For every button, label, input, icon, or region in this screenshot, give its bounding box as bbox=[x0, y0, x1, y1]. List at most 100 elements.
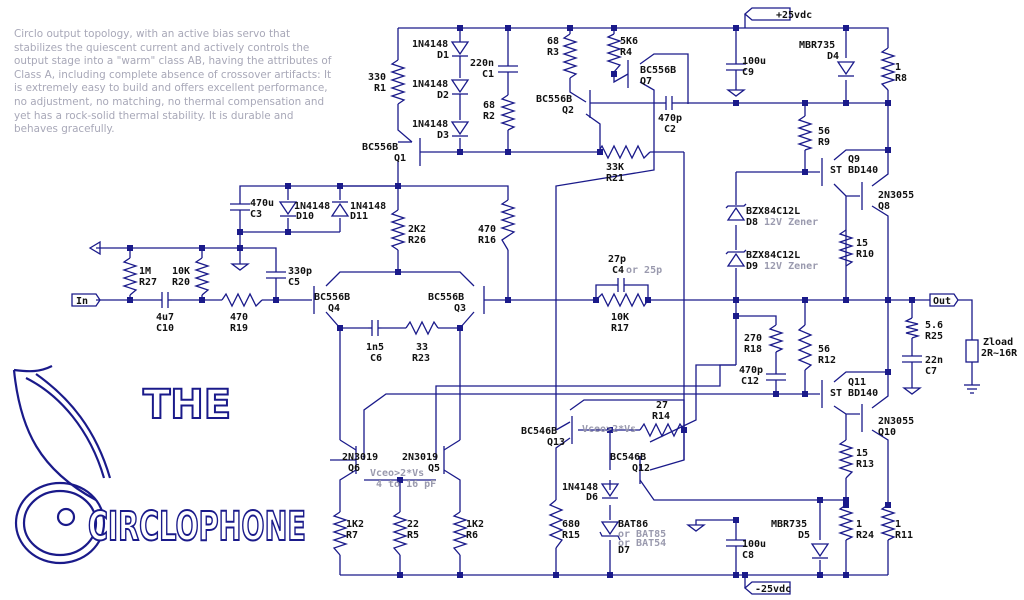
d3-part: 1N4148 bbox=[412, 119, 448, 130]
q11-part: ST BD140 bbox=[830, 388, 878, 399]
c5-value: 330p bbox=[288, 266, 312, 277]
c8-value: 100u bbox=[742, 539, 766, 550]
r3-value: 68 bbox=[547, 36, 559, 47]
circuit-description: Circlo output topology, with an active b… bbox=[14, 28, 332, 136]
c12-ref: C12 bbox=[741, 376, 759, 387]
r6-ref: R6 bbox=[466, 530, 478, 541]
q13-note: Vceo>2*Vs bbox=[582, 424, 636, 435]
d11-part: 1N4148 bbox=[350, 201, 386, 212]
c1-capacitor bbox=[498, 60, 518, 78]
r2-value: 68 bbox=[483, 100, 495, 111]
r26-ref: R26 bbox=[408, 235, 426, 246]
d2-ref: D2 bbox=[437, 90, 449, 101]
d9-ref: D9 bbox=[746, 261, 758, 272]
c9-value: 100u bbox=[742, 56, 766, 67]
d7-part: BAT86 bbox=[618, 519, 648, 530]
c4-ref: C4 bbox=[612, 265, 624, 276]
labels: +25vdc -25vdc In Out 1N4148 D1 1N4148 D2… bbox=[76, 10, 1018, 595]
r4-resistor bbox=[605, 33, 623, 73]
r1-value: 330 bbox=[368, 72, 386, 83]
logo-line1: THE bbox=[143, 382, 231, 428]
q7-ref: Q7 bbox=[640, 76, 652, 87]
d11-diode bbox=[330, 201, 350, 217]
r5-value: 22 bbox=[407, 519, 419, 530]
c12-value: 470p bbox=[739, 365, 763, 376]
q10-part: 2N3055 bbox=[878, 416, 914, 427]
r20-resistor bbox=[193, 257, 211, 296]
c8-ref: C8 bbox=[742, 550, 754, 561]
d1-part: 1N4148 bbox=[412, 39, 448, 50]
c5-capacitor bbox=[266, 268, 286, 282]
r21-value: 33K bbox=[606, 162, 624, 173]
r25-resistor bbox=[904, 317, 921, 339]
c4-value: 27p bbox=[608, 254, 626, 265]
d7-note-1: or BAT85 bbox=[618, 529, 666, 540]
r12-ref: R12 bbox=[818, 355, 836, 366]
d2-diode bbox=[450, 79, 470, 120]
r6-value: 1K2 bbox=[466, 519, 484, 530]
grounds bbox=[71, 7, 980, 595]
q8-ref: Q8 bbox=[878, 201, 890, 212]
c4-note: or 25p bbox=[626, 265, 662, 276]
r9-ref: R9 bbox=[818, 137, 830, 148]
d10-diode bbox=[278, 201, 298, 217]
c9-ref: C9 bbox=[742, 67, 754, 78]
r11-resistor bbox=[879, 504, 897, 541]
r21-resistor bbox=[597, 144, 651, 160]
q3-part: BC556B bbox=[428, 292, 464, 303]
d7-ref: D7 bbox=[618, 545, 630, 556]
d4-part: MBR735 bbox=[799, 40, 835, 51]
rail-flag-positive bbox=[744, 7, 791, 21]
q5q6-note-b: 4 to 16 pF bbox=[376, 479, 436, 490]
r18-resistor bbox=[767, 324, 785, 353]
q7-part: BC556B bbox=[640, 65, 676, 76]
d8-zener bbox=[725, 203, 747, 221]
d6-diode bbox=[600, 483, 620, 499]
r25-value: 5.6 bbox=[925, 320, 943, 331]
c3-ref: C3 bbox=[250, 209, 262, 220]
r5-ref: R5 bbox=[407, 530, 419, 541]
r2-ref: R2 bbox=[483, 111, 495, 122]
r27-value: 1M bbox=[139, 266, 151, 277]
q6-part: 2N3019 bbox=[342, 452, 378, 463]
d1-diode bbox=[450, 38, 470, 78]
c12-capacitor bbox=[766, 372, 786, 384]
input-port-label: In bbox=[76, 296, 88, 307]
d8-part: BZX84C12L bbox=[746, 206, 800, 217]
zload-ref: 2R~16R bbox=[981, 348, 1018, 359]
r11-ref: R11 bbox=[895, 530, 913, 541]
r26-value: 2K2 bbox=[408, 224, 426, 235]
r15-resistor bbox=[548, 499, 564, 549]
r17-ref: R17 bbox=[611, 323, 629, 334]
r17-value: 10K bbox=[611, 312, 629, 323]
r9-value: 56 bbox=[818, 126, 830, 137]
r10-ref: R10 bbox=[856, 249, 874, 260]
diodes bbox=[278, 38, 856, 559]
ground-symbol-c9 bbox=[726, 86, 746, 97]
r23-resistor bbox=[405, 320, 439, 336]
ground-symbol-c7 bbox=[902, 387, 922, 395]
r23-ref: R23 bbox=[412, 353, 430, 364]
r6-resistor bbox=[451, 511, 469, 556]
q5-ref: Q5 bbox=[428, 463, 440, 474]
d7-note-2: or BAT54 bbox=[618, 538, 666, 549]
c8-capacitor bbox=[726, 537, 746, 555]
ground-arrow-left bbox=[88, 240, 101, 256]
c6-ref: C6 bbox=[370, 353, 382, 364]
d5-ref: D5 bbox=[798, 530, 810, 541]
r18-ref: R18 bbox=[744, 344, 762, 355]
r4-value: 5K6 bbox=[620, 36, 638, 47]
r21-ref: R21 bbox=[606, 173, 624, 184]
d3-ref: D3 bbox=[437, 130, 449, 141]
q8-part: 2N3055 bbox=[878, 190, 914, 201]
r14-value: 27 bbox=[656, 400, 668, 411]
r8-resistor bbox=[879, 47, 897, 91]
circlophone-logo: THE CIRCLOPHONE bbox=[12, 365, 307, 565]
r5-resistor bbox=[391, 511, 409, 556]
port-out-flag bbox=[929, 293, 959, 307]
d6-part: 1N4148 bbox=[562, 482, 598, 493]
r8-ref: R8 bbox=[895, 73, 907, 84]
c1-ref: C1 bbox=[482, 69, 494, 80]
r24-value: 1 bbox=[856, 519, 862, 530]
